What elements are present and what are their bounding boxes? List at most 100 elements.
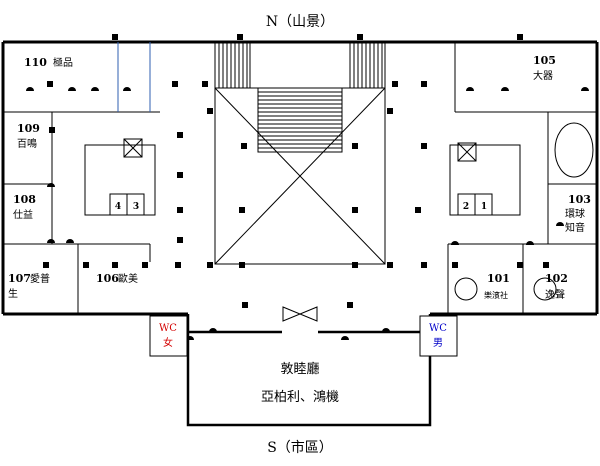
column: [241, 143, 247, 149]
door-swing: [123, 87, 131, 91]
column: [392, 81, 398, 87]
column: [387, 262, 393, 268]
elevator-4-label: 4: [115, 202, 121, 212]
wc-women-label: WC: [159, 323, 177, 334]
door-swing: [501, 87, 509, 91]
room-107-number: 107: [8, 272, 31, 285]
hall-outline: [186, 314, 432, 427]
column: [421, 262, 427, 268]
column: [112, 34, 118, 40]
stairs-north: [218, 42, 383, 88]
door-swing: [91, 87, 99, 91]
room-110-number: 110: [24, 56, 47, 69]
wc-men-label: WC: [429, 323, 447, 334]
room-105-name: 大器: [533, 69, 553, 82]
column: [177, 237, 183, 243]
column: [543, 262, 549, 268]
room-103-name-line2: 知音: [565, 221, 585, 234]
door-swing: [68, 87, 76, 91]
room-101-number: 101: [487, 272, 510, 285]
column: [142, 262, 148, 268]
stairs-center: [257, 87, 343, 153]
room-108-number: 108: [13, 193, 36, 206]
room-105-number: 105: [533, 54, 556, 67]
column: [352, 262, 358, 268]
column: [387, 108, 393, 114]
door-swing: [209, 328, 217, 332]
column: [49, 127, 55, 133]
column: [421, 81, 427, 87]
door-swing: [466, 87, 474, 91]
wc-women-sign: 女: [163, 336, 173, 349]
column: [83, 262, 89, 268]
left-core: [84, 138, 156, 216]
room-106-number: 106: [96, 272, 119, 285]
room-102-number: 102: [545, 272, 568, 285]
room-110-name: 極品: [53, 56, 73, 69]
right-room-walls: [447, 42, 597, 314]
hall-entrance-door: [282, 306, 318, 322]
left-room-walls: [3, 42, 160, 314]
door-swing: [66, 239, 74, 243]
column: [347, 302, 353, 308]
column: [237, 34, 243, 40]
elevator-2-label: 2: [463, 202, 469, 212]
door-swing: [526, 241, 534, 245]
column: [177, 207, 183, 213]
column: [452, 262, 458, 268]
column: [47, 81, 53, 87]
door-swing: [382, 328, 390, 332]
door-swing: [186, 336, 194, 340]
wc-men-sign: 男: [433, 337, 443, 349]
room-103-number: 103: [568, 193, 591, 206]
room-109-name: 百鳴: [17, 137, 37, 150]
elevator-3-label: 3: [133, 202, 139, 212]
column: [112, 262, 118, 268]
hall-subtitle: 亞柏利、鴻機: [261, 390, 339, 405]
elevator-1-label: 1: [481, 202, 487, 212]
column: [202, 81, 208, 87]
room-109-number: 109: [17, 122, 40, 135]
south-label: S（市區）: [267, 439, 333, 456]
wc-women-box: [149, 315, 188, 357]
hall-title: 敦睦廳: [280, 361, 319, 377]
column: [415, 207, 421, 213]
room-103-name-line1: 環球: [565, 207, 585, 220]
column: [43, 262, 49, 268]
door-swing: [26, 87, 34, 91]
door-swings: [26, 87, 589, 340]
column: [239, 207, 245, 213]
door-swing: [47, 239, 55, 243]
wc-men-box: [419, 315, 458, 357]
columns: [43, 34, 549, 308]
central-atrium: [214, 42, 386, 265]
column: [517, 34, 523, 40]
column: [517, 262, 523, 268]
building-outline: [1, 40, 599, 316]
door-swing: [451, 241, 459, 245]
column: [172, 81, 178, 87]
north-label: N（山景）: [266, 14, 334, 30]
column: [352, 207, 358, 213]
column: [357, 34, 363, 40]
right-core: [449, 142, 521, 216]
column: [175, 262, 181, 268]
door-swing: [47, 183, 55, 187]
column: [177, 172, 183, 178]
column: [421, 143, 427, 149]
room-108-name: 仕益: [13, 208, 33, 221]
column: [352, 143, 358, 149]
room-107-name-line2: 生: [8, 287, 18, 300]
column: [177, 132, 183, 138]
room-102-name: 逸聲: [545, 288, 565, 301]
door-swing: [556, 222, 564, 226]
column: [242, 302, 248, 308]
room-107-name-line1: 愛普: [30, 272, 50, 285]
round-tables: [454, 122, 594, 301]
door-swing: [341, 336, 349, 340]
room-106-name: 歐美: [118, 272, 138, 285]
column: [207, 108, 213, 114]
room-101-name: 樂濱社: [484, 290, 508, 300]
door-swing: [581, 87, 589, 91]
